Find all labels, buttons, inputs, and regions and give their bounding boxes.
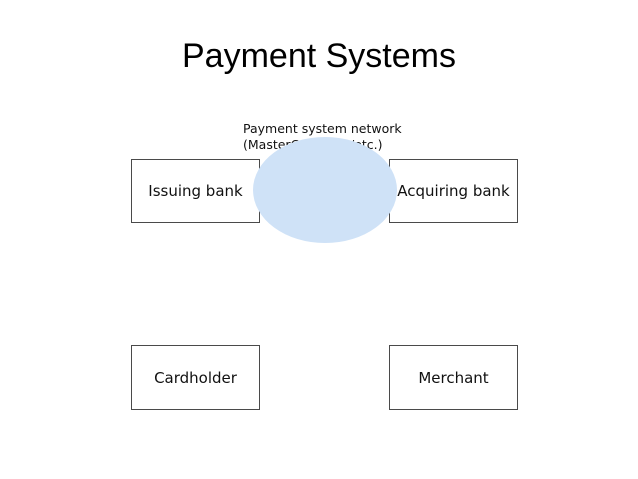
- cardholder-box: Cardholder: [131, 345, 260, 410]
- payment-network-ellipse: [253, 137, 397, 243]
- network-label-line1: Payment system network: [243, 121, 402, 136]
- merchant-label: Merchant: [418, 368, 489, 387]
- cardholder-label: Cardholder: [154, 368, 237, 387]
- acquiring-bank-label: Acquiring bank: [397, 182, 510, 200]
- slide-title: Payment Systems: [182, 37, 456, 75]
- acquiring-bank-box: Acquiring bank: [389, 159, 518, 223]
- merchant-box: Merchant: [389, 345, 518, 410]
- issuing-bank-label: Issuing bank: [148, 182, 243, 200]
- issuing-bank-box: Issuing bank: [131, 159, 260, 223]
